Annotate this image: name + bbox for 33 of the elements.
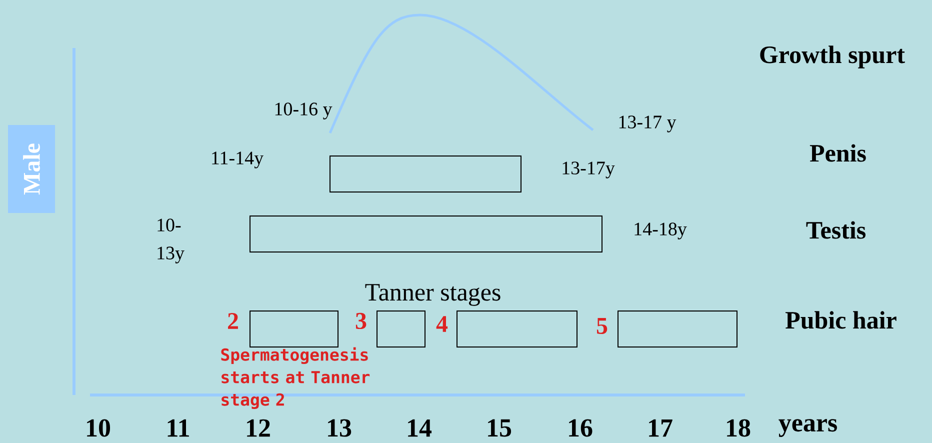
row-label: Pubic hair: [786, 311, 896, 329]
empty-box: [250, 215, 602, 252]
axis-tick-label: years: [778, 419, 837, 437]
axis-tick-label: 10: [87, 419, 110, 437]
axis-tick-label: 16: [569, 419, 592, 437]
side-tab: Male: [8, 124, 55, 213]
empty-box: [618, 310, 738, 348]
age-range: 10-16 y: [275, 102, 332, 120]
axis-tick-label: 17: [649, 419, 672, 437]
axis-tick-label: 14: [408, 419, 432, 437]
empty-box: [456, 310, 578, 348]
stage-number: 3: [356, 312, 366, 330]
stage-number: 5: [596, 318, 608, 334]
stage-number: 4: [436, 316, 448, 332]
axis-tick-label: 18: [727, 419, 750, 437]
row-label: Growth spurt: [760, 46, 905, 68]
age-range: 14-18y: [634, 222, 687, 240]
age-range: 10- 13y: [158, 218, 184, 264]
caption: Tanner stages: [365, 284, 500, 306]
empty-box: [330, 156, 522, 192]
axis-tick-label: 12: [247, 419, 270, 437]
empty-box: [376, 310, 426, 348]
row-label: Testis: [806, 221, 866, 239]
stage-number: 2: [228, 313, 238, 329]
age-range: 13-17 y: [619, 116, 676, 132]
axis-tick-label: 15: [488, 419, 512, 437]
row-label: Penis: [810, 144, 866, 162]
age-range: 11-14y: [212, 152, 264, 168]
note: Spermatogenesis starts at Tanner stage 2: [221, 347, 370, 410]
age-range: 13-17y: [562, 162, 615, 178]
axis-tick-label: 11: [168, 419, 189, 437]
empty-box: [250, 310, 338, 348]
axis-tick-label: 13: [328, 419, 352, 437]
